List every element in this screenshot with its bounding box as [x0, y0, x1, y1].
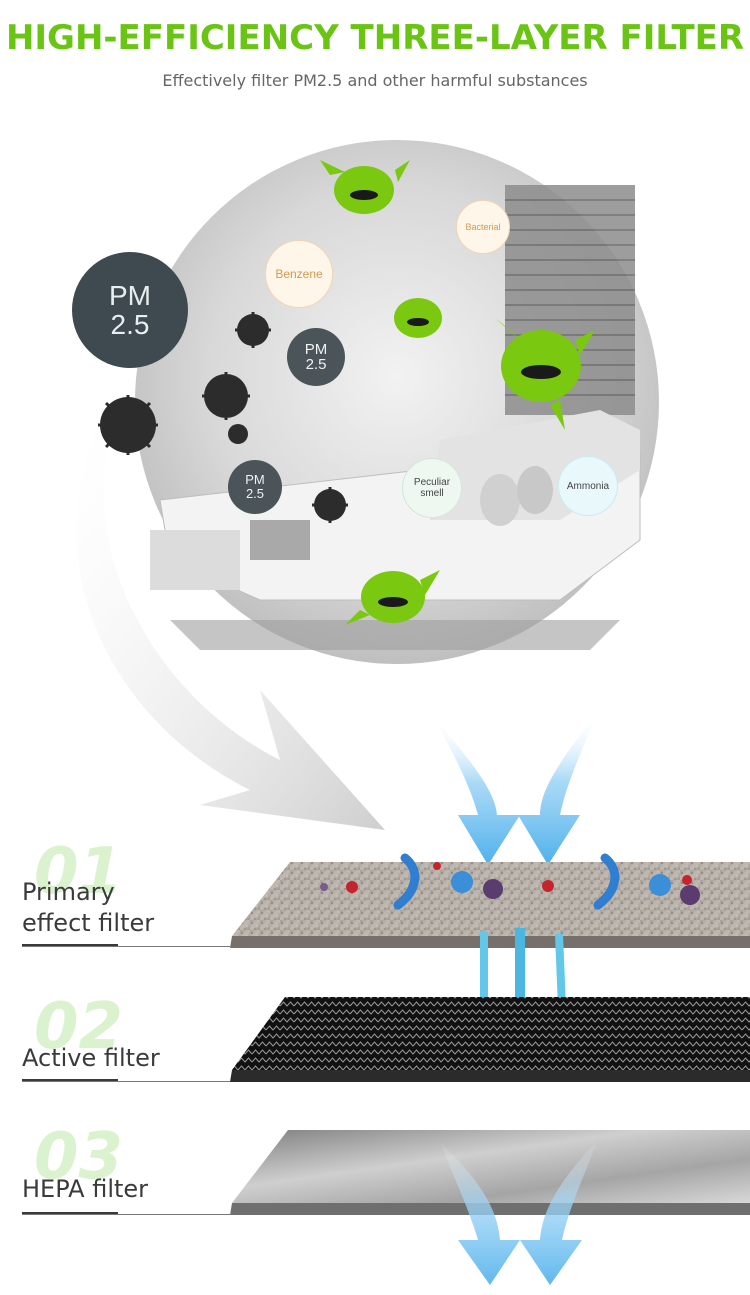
layer-line-3: [22, 1214, 230, 1215]
pm25-bubble-medium: PM 2.5: [287, 328, 345, 386]
filter-layer-3: [230, 1130, 750, 1215]
layer-underline-3: [22, 1212, 118, 1215]
benzene-bubble: Benzene: [265, 240, 333, 308]
ammonia-bubble: Ammonia: [558, 456, 618, 516]
pm25-bubble-large: PM 2.5: [72, 252, 188, 368]
layer-label-hepa: HEPA filter: [22, 1175, 149, 1203]
peculiar-smell-bubble: Peculiar smell: [402, 458, 462, 518]
pm25-bubble-small: PM 2.5: [228, 460, 282, 514]
layer-number-1: 01: [34, 835, 124, 909]
layer-label-active: Active filter: [22, 1044, 160, 1072]
page-title: HIGH-EFFICIENCY THREE-LAYER FILTER: [5, 18, 745, 58]
filter-layer-2: [230, 997, 750, 1082]
layer-number-2: 02: [34, 990, 124, 1064]
layer-underline-1: [22, 944, 118, 947]
air-arrows-bottom: [440, 1140, 598, 1285]
layer-number-3: 03: [34, 1120, 124, 1194]
filter-layer-1: [230, 853, 750, 948]
layer-label-primary: Primary effect filter: [22, 878, 155, 937]
big-arrow: [76, 430, 385, 830]
layer-line-1: [22, 946, 230, 947]
air-arrows-middle: [468, 928, 578, 1062]
page-subtitle: Effectively filter PM2.5 and other harmf…: [162, 71, 588, 90]
bacterial-bubble: Bacterial: [456, 200, 510, 254]
layer-underline-2: [22, 1079, 118, 1082]
air-arrows-top: [432, 712, 598, 865]
layer-line-2: [22, 1081, 230, 1082]
particles: [98, 312, 348, 523]
